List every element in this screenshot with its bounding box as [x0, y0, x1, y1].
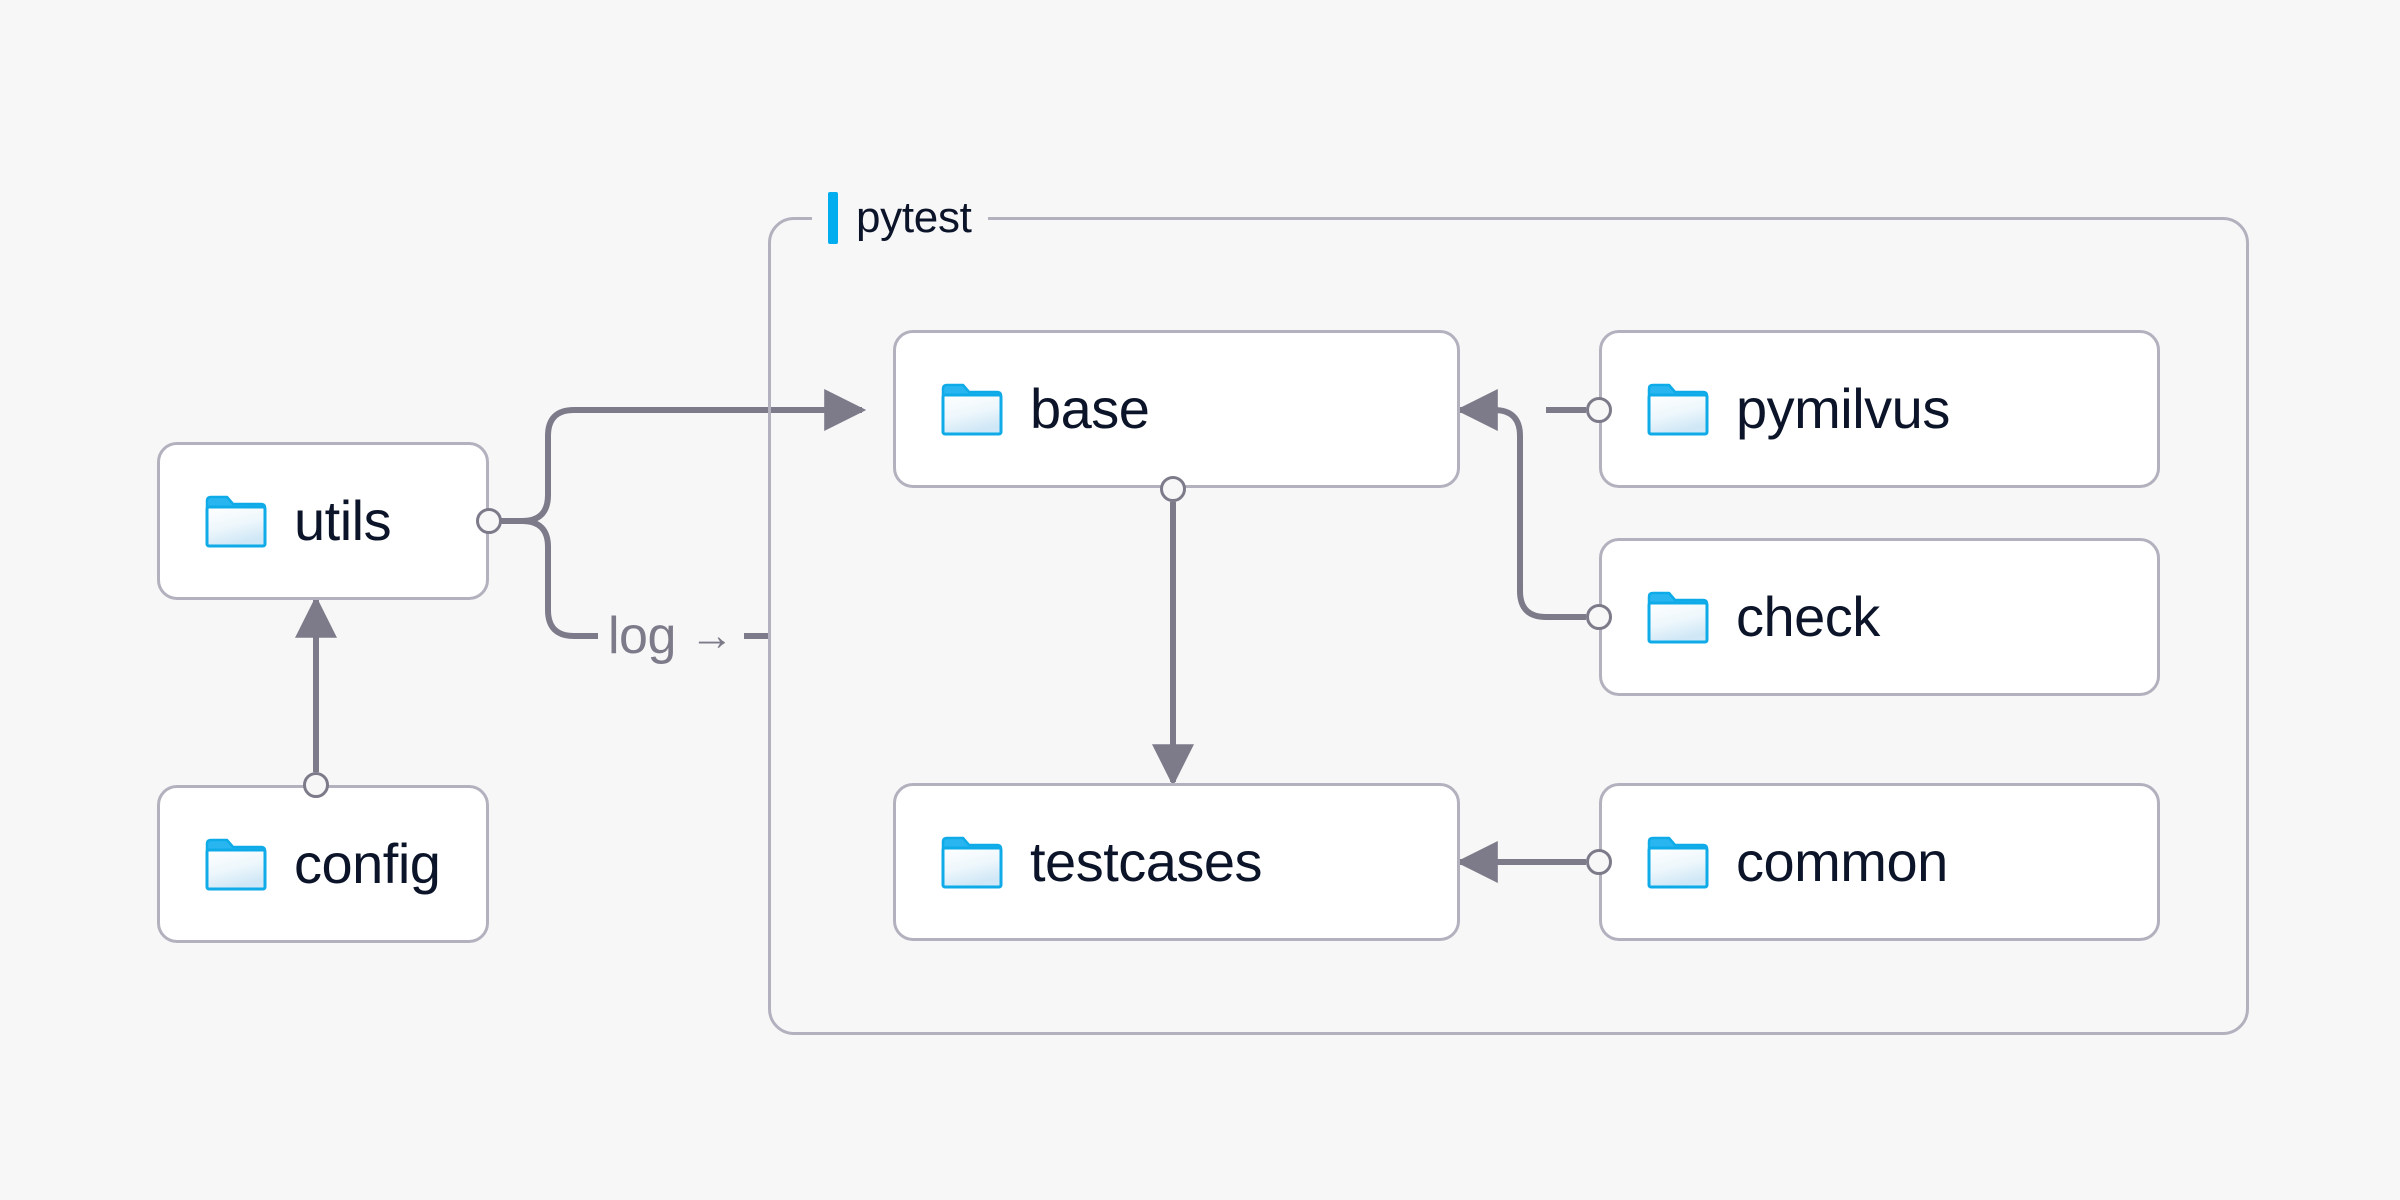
node-config-content: config: [160, 832, 441, 895]
folder-icon: [205, 495, 267, 548]
node-utils-content: utils: [160, 489, 392, 552]
folder-icon: [1647, 836, 1709, 889]
node-utils[interactable]: utils: [157, 442, 489, 600]
folder-icon: [205, 838, 267, 891]
node-common-content: common: [1602, 834, 1948, 890]
node-common[interactable]: common: [1599, 783, 2160, 941]
node-config-label: config: [294, 832, 441, 895]
node-base[interactable]: base: [893, 330, 1460, 488]
arrow-right-icon: →: [689, 611, 734, 660]
folder-icon: [941, 836, 1003, 889]
folder-icon: [941, 383, 1003, 436]
node-base-content: base: [896, 377, 1150, 440]
node-testcases[interactable]: testcases: [893, 783, 1460, 941]
node-testcases-label: testcases: [1030, 830, 1263, 893]
node-check[interactable]: check: [1599, 538, 2160, 696]
group-accent-bar: [828, 192, 838, 244]
pytest-group-label: pytest: [812, 190, 988, 246]
node-common-label: common: [1736, 830, 1948, 893]
node-config[interactable]: config: [157, 785, 489, 943]
pytest-group-container: [768, 217, 2249, 1035]
node-pymilvus-content: pymilvus: [1602, 381, 1950, 437]
node-testcases-content: testcases: [896, 830, 1263, 893]
edge-label-log: log →: [598, 606, 744, 666]
port-config-top[interactable]: [303, 772, 329, 798]
port-common-left[interactable]: [1586, 849, 1612, 875]
port-check-left[interactable]: [1586, 604, 1612, 630]
node-check-label: check: [1736, 585, 1880, 648]
node-pymilvus-label: pymilvus: [1736, 377, 1950, 440]
port-pymilvus-left[interactable]: [1586, 397, 1612, 423]
node-pymilvus[interactable]: pymilvus: [1599, 330, 2160, 488]
port-base-bottom[interactable]: [1160, 476, 1186, 502]
node-check-content: check: [1602, 589, 1880, 645]
folder-icon: [1647, 383, 1709, 436]
edge-label-log-text: log: [608, 607, 676, 665]
edge-pymilvus-check-to-base: [1455, 389, 1586, 620]
folder-icon: [1647, 591, 1709, 644]
node-utils-label: utils: [294, 489, 392, 552]
group-label-text: pytest: [856, 193, 972, 242]
port-utils-right[interactable]: [476, 508, 502, 534]
node-base-label: base: [1030, 377, 1150, 440]
